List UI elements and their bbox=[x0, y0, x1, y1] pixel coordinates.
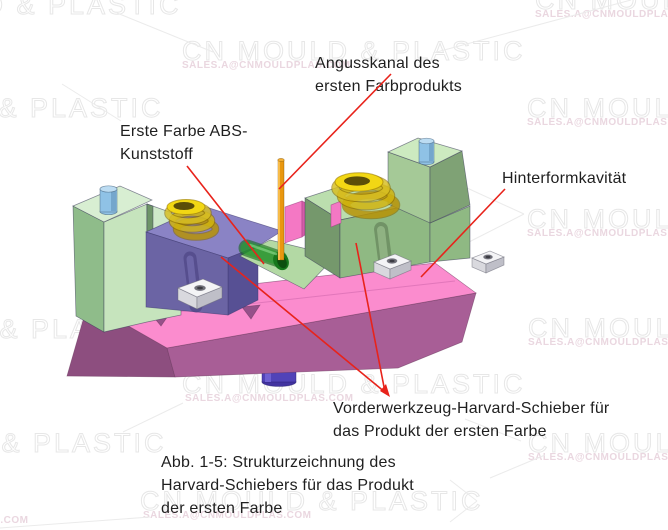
watermark-email: SALES.A@CNMOULDPLAS.COM bbox=[527, 117, 668, 128]
label-rear-cavity-text: Hinterformkavität bbox=[502, 170, 627, 187]
caption-line2: Harvard-Schiebers für das Produkt bbox=[161, 477, 414, 494]
spring-right bbox=[331, 172, 401, 220]
spring-hole bbox=[344, 176, 370, 186]
watermark-brand: CN MOULD & PLASTIC bbox=[140, 486, 484, 516]
pin-shade bbox=[429, 142, 433, 161]
caption-line1: Abb. 1-5: Strukturzeichnung des bbox=[161, 454, 396, 471]
label-sprue-line1: Angusskanal des bbox=[315, 55, 440, 72]
watermark-email: SALES.A@CNMOULDPLAS.COM bbox=[143, 510, 311, 521]
label-rear-cavity: Hinterformkavität bbox=[502, 167, 626, 190]
pin-top bbox=[418, 137, 435, 145]
label-front-slider-line2: das Produkt der ersten Farbe bbox=[333, 423, 547, 440]
mold-model bbox=[66, 137, 505, 387]
label-sprue-channel: Angusskanal des ersten Farbprodukts bbox=[315, 52, 462, 98]
watermark-email: SALES.A@CNMOULDPLAS.COM bbox=[182, 60, 350, 71]
sprue-rod-top bbox=[277, 158, 285, 162]
guide-block-hole-inner bbox=[197, 286, 203, 290]
label-sprue-line2: ersten Farbprodukts bbox=[315, 78, 462, 95]
spring-left bbox=[164, 199, 220, 241]
watermark-brand: CN MOULD & PLASTIC bbox=[527, 93, 668, 123]
label-first-color-line1: Erste Farbe ABS- bbox=[120, 123, 248, 140]
watermark-email: SALES.A@CNMOULDPLAS.COM bbox=[527, 228, 668, 239]
watermark-brand: CN MOULD & PLASTIC bbox=[182, 36, 526, 66]
watermark-brand: CN MOULD & PLASTIC bbox=[527, 204, 668, 234]
pink-tab-center bbox=[284, 200, 309, 244]
left-block-left-face bbox=[72, 205, 105, 333]
guide-block-hole-inner bbox=[389, 259, 395, 263]
guide-block-hole-inner bbox=[485, 255, 491, 259]
watermark-brand: CN MOULD & PLASTIC bbox=[0, 0, 182, 20]
sprue-rod-highlight bbox=[278, 160, 280, 260]
watermark-brand: CN MOULD & PLASTIC bbox=[528, 428, 668, 458]
pin-top bbox=[99, 185, 118, 193]
watermark-email: SALES.A@CNMOULDPLAS.COM bbox=[528, 337, 668, 348]
pink-tab-face bbox=[284, 200, 303, 244]
label-first-color-line2: Kunststoff bbox=[120, 146, 193, 163]
caption-line3: der ersten Farbe bbox=[161, 500, 283, 517]
guide-block-left bbox=[177, 278, 223, 310]
watermark-brand: CN MOULD & PLASTIC bbox=[0, 428, 167, 458]
label-first-color: Erste Farbe ABS- Kunststoff bbox=[120, 120, 248, 166]
watermark-email: SALES.A@CNMOULDPLAS.COM bbox=[528, 452, 668, 463]
guide-block-right bbox=[471, 250, 505, 274]
spring-hole bbox=[173, 202, 195, 210]
watermark-email: SALES.A@CNMOULDPLAS.COM bbox=[0, 515, 28, 526]
figure-caption: Abb. 1-5: Strukturzeichnung des Harvard-… bbox=[161, 451, 414, 520]
label-front-slider: Vorderwerkzeug-Harvard-Schieber für das … bbox=[333, 397, 609, 443]
label-front-slider-line1: Vorderwerkzeug-Harvard-Schieber für bbox=[333, 400, 610, 417]
pin-shade bbox=[111, 190, 116, 211]
pink-tab-right bbox=[330, 200, 342, 228]
watermark-brand: CN MOULD & PLASTIC bbox=[0, 93, 164, 123]
guide-pin-right bbox=[418, 137, 435, 166]
guide-pin-left bbox=[99, 185, 118, 216]
watermark-email: SALES.A@CNMOULDPLAS.COM bbox=[185, 393, 353, 404]
sprue-rod bbox=[277, 158, 285, 261]
watermark-email: SALES.A@CNMOULDPLAS.COM bbox=[535, 9, 668, 20]
watermark-brand: CN MOULD & PLASTIC bbox=[528, 313, 668, 343]
